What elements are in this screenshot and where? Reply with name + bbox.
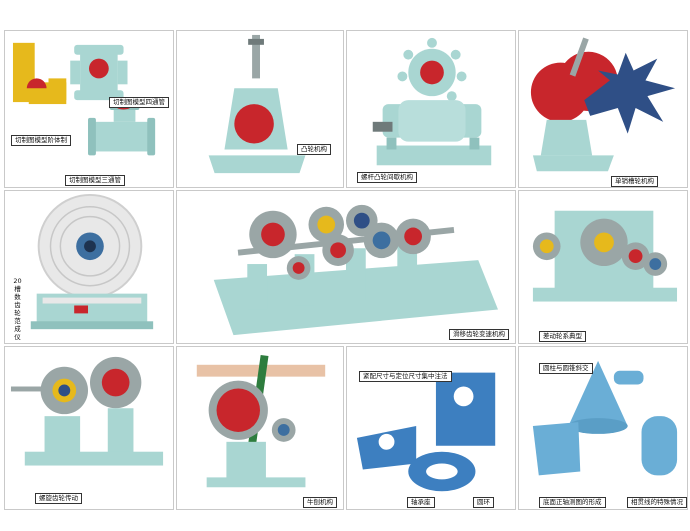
label-bearing-seat: 轴承座 bbox=[407, 497, 435, 508]
label-intersection-special: 相贯线的特殊情况 bbox=[627, 497, 687, 508]
gear-generating-illustration bbox=[30, 193, 154, 330]
dimension-models-illustration bbox=[356, 372, 496, 492]
label-torus: 圆环 bbox=[473, 497, 494, 508]
label-differential-gear: 差动轮系典型 bbox=[539, 331, 586, 342]
panel-differential-gear: 差动轮系典型 bbox=[518, 190, 688, 344]
panel-sliding-gear: 滑移齿轮变速机构 bbox=[176, 190, 516, 344]
panel-dimension-models: 紧配尺寸与定位尺寸集中注法 轴承座 圆环 bbox=[346, 346, 516, 510]
geneva-illustration bbox=[530, 37, 676, 172]
label-axonometric: 底面正轴测图的形成 bbox=[539, 497, 606, 508]
label-pipe-step-body: 切制图模型阶体制 bbox=[11, 135, 71, 146]
differential-illustration bbox=[532, 210, 678, 302]
helical-gear-illustration bbox=[10, 356, 164, 466]
label-pipe-four-way: 切制图模型四通管 bbox=[109, 97, 169, 108]
panel-geneva-mechanism: 单销槽轮机构 bbox=[518, 30, 688, 188]
panel-gear-generating: 20槽数齿轮范成仪 bbox=[4, 190, 174, 344]
panel-cam-mechanism: 凸轮机构 bbox=[176, 30, 344, 188]
label-shaper-mechanism: 牛刨机构 bbox=[303, 497, 337, 508]
label-geneva-mechanism: 单销槽轮机构 bbox=[611, 176, 658, 187]
sliding-gear-illustration bbox=[213, 204, 498, 336]
label-screw-cam-mechanism: 螺杆凸轮间歇机构 bbox=[357, 172, 417, 183]
panel-helical-gear: 螺旋齿轮传动 bbox=[4, 346, 174, 510]
shaper-illustration bbox=[196, 354, 326, 488]
panel-screw-cam-mechanism: 螺杆凸轮间歇机构 bbox=[346, 30, 516, 188]
panel-intersection-models: 圆柱与圆锥斜交 底面正轴测图的形成 相贯线的特殊情况 bbox=[518, 346, 688, 510]
screw-cam-illustration bbox=[372, 37, 492, 166]
cam-mechanism-illustration bbox=[208, 34, 306, 174]
label-cylinder-cone: 圆柱与圆锥斜交 bbox=[539, 363, 593, 374]
label-helical-gear: 螺旋齿轮传动 bbox=[35, 493, 82, 504]
label-pipe-three-way: 切制图模型三通管 bbox=[65, 175, 125, 186]
panel-pipe-section-models: 切制图模型阶体制 切制图模型四通管 切制图模型三通管 bbox=[4, 30, 174, 188]
pipe-models-illustration bbox=[12, 42, 156, 156]
label-sliding-gear: 滑移齿轮变速机构 bbox=[449, 329, 509, 340]
label-cam-mechanism: 凸轮机构 bbox=[297, 144, 331, 155]
label-dimension-notation: 紧配尺寸与定位尺寸集中注法 bbox=[359, 371, 452, 382]
intersection-models-illustration bbox=[532, 360, 678, 476]
label-gear-generating: 20槽数齿轮范成仪 bbox=[13, 277, 22, 341]
panel-shaper-mechanism: 牛刨机构 bbox=[176, 346, 344, 510]
